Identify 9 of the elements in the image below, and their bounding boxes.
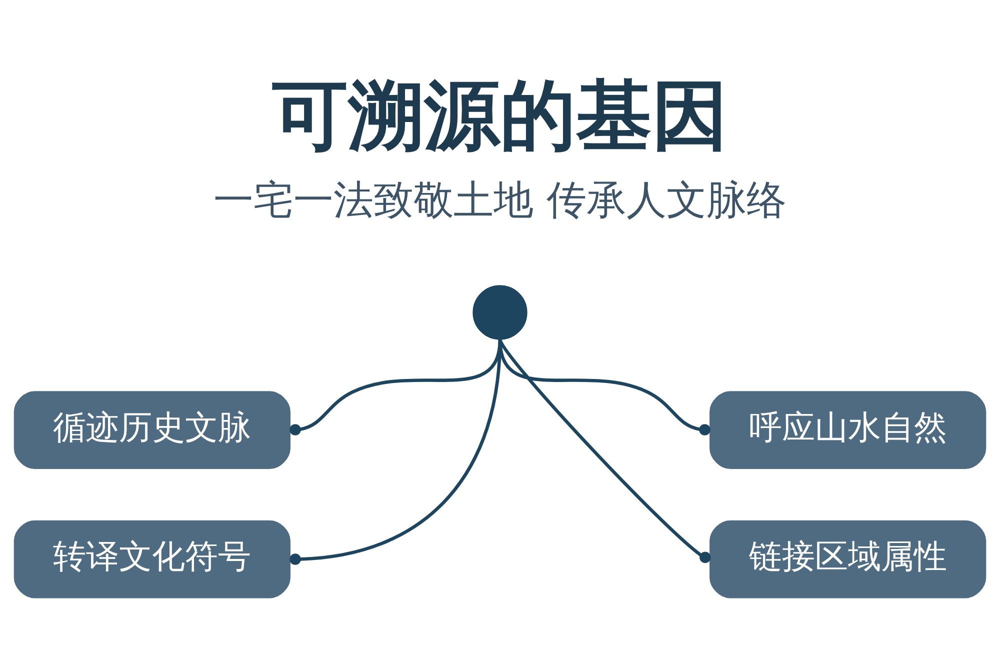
node-box: 链接区域属性: [710, 520, 986, 598]
node-circle: [472, 284, 528, 340]
node-box: 循迹历史文脉: [14, 390, 290, 468]
connector: [290, 338, 502, 564]
label: 一宅一法致敬土地 传承人文脉络: [214, 176, 786, 223]
node-box: 转译文化符号: [14, 520, 290, 598]
diagram-title: 可溯源的基因: [272, 70, 728, 160]
node-box: 呼应山水自然: [710, 390, 986, 468]
connector: [498, 338, 711, 563]
